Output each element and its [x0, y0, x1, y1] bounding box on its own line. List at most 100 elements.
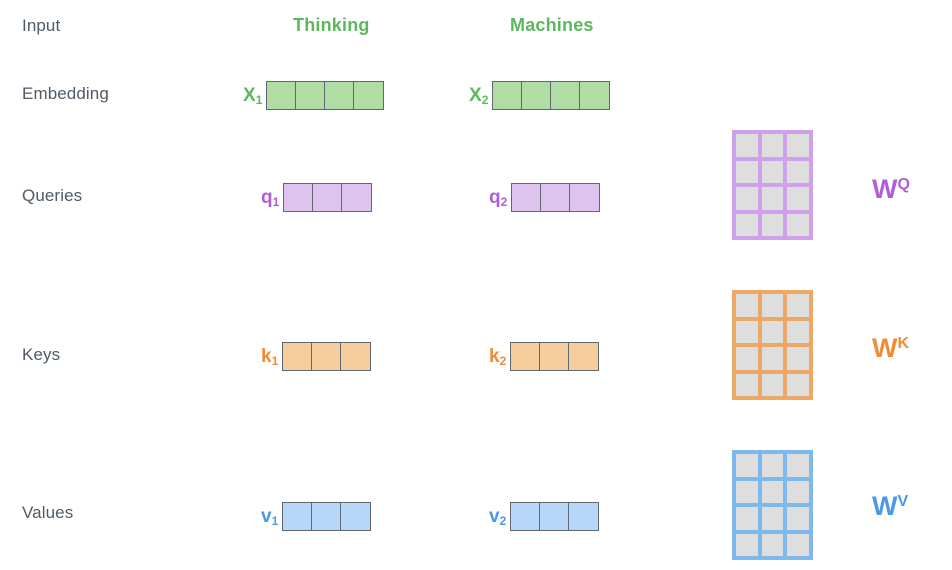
- weight-matrix-label-wk: WK: [872, 335, 909, 362]
- vector-cell: [342, 183, 372, 211]
- vector-label-q1: q1: [261, 188, 280, 209]
- vector-cell: [551, 81, 581, 109]
- weight-matrix-label-superscript-wk: K: [897, 335, 910, 352]
- vector-label-base-k1: k: [261, 345, 272, 367]
- vector-cell: [541, 183, 571, 211]
- vector-label-k1: k1: [261, 345, 279, 368]
- vector-cell: [540, 342, 570, 370]
- row-label-keys: Keys: [22, 345, 61, 364]
- matrix-cell: [787, 134, 809, 157]
- weight-matrix-wq: [732, 130, 813, 240]
- vector-cell: [283, 342, 313, 370]
- vector-cell: [569, 342, 599, 370]
- matrix-cell: [736, 480, 758, 503]
- vector-cells-k1: [282, 341, 372, 371]
- vector-label-q2: q2: [489, 188, 507, 208]
- matrix-cell: [787, 187, 809, 210]
- matrix-cell: [787, 480, 809, 503]
- vector-cell: [493, 81, 523, 109]
- vector-label-subscript-x2: 2: [481, 92, 489, 107]
- weight-matrix-label-wv: WV: [872, 493, 908, 520]
- vector-cell: [341, 342, 371, 370]
- matrix-cell: [787, 347, 809, 370]
- matrix-cell: [736, 454, 758, 477]
- matrix-cell: [736, 187, 758, 210]
- matrix-cell: [761, 213, 784, 236]
- vector-cell: [354, 81, 384, 109]
- vector-cells-v2: [510, 501, 600, 531]
- weight-matrix-label-superscript-wv: V: [897, 493, 909, 510]
- matrix-cell: [761, 320, 784, 343]
- matrix-cell: [736, 347, 758, 370]
- vector-x1: X1: [243, 80, 385, 110]
- vector-k1: k1: [261, 341, 372, 371]
- vector-label-base-x1: X: [243, 84, 256, 106]
- matrix-cell: [787, 213, 809, 236]
- vector-k2: k2: [489, 341, 600, 371]
- vector-cell: [569, 502, 599, 530]
- vector-x2: X2: [469, 80, 611, 110]
- matrix-cell: [761, 160, 784, 183]
- matrix-cell: [736, 213, 758, 236]
- matrix-cell: [787, 533, 809, 556]
- vector-cell: [284, 183, 314, 211]
- matrix-cell: [787, 373, 809, 396]
- vector-cell: [312, 342, 342, 370]
- vector-cell: [341, 502, 371, 530]
- vector-label-subscript-q1: 1: [272, 194, 280, 209]
- vector-label-v2: v2: [489, 507, 507, 528]
- vector-label-base-x2: X: [469, 84, 482, 106]
- weight-matrix-label-base-wv: W: [872, 491, 898, 521]
- matrix-cell: [787, 320, 809, 343]
- weight-matrix-wv: [732, 450, 813, 560]
- vector-cells-x2: [492, 80, 611, 110]
- matrix-cell: [761, 134, 784, 157]
- vector-label-x1: X1: [243, 84, 263, 107]
- vector-q2: q2: [489, 182, 601, 212]
- vector-cell: [325, 81, 355, 109]
- matrix-cell: [736, 320, 758, 343]
- weight-matrix-label-base-wq: W: [872, 174, 898, 204]
- vector-cell: [312, 502, 342, 530]
- matrix-cell: [787, 160, 809, 183]
- vector-cell: [283, 502, 313, 530]
- row-label-values: Values: [22, 503, 74, 522]
- vector-cells-q1: [283, 182, 373, 212]
- matrix-cell: [761, 454, 784, 477]
- vector-cell: [296, 81, 326, 109]
- vector-label-subscript-k2: 2: [499, 353, 507, 368]
- matrix-cell: [761, 373, 784, 396]
- matrix-cell: [761, 347, 784, 370]
- vector-label-subscript-x1: 1: [255, 92, 263, 107]
- word-header-word-2: Machines: [510, 15, 594, 35]
- matrix-cell: [761, 480, 784, 503]
- vector-v2: v2: [489, 501, 600, 531]
- row-label-embedding: Embedding: [22, 84, 109, 103]
- matrix-cell: [787, 294, 809, 317]
- vector-label-v1: v1: [261, 505, 279, 528]
- matrix-cell: [736, 533, 758, 556]
- matrix-cell: [736, 134, 758, 157]
- vector-label-subscript-k1: 1: [271, 353, 279, 368]
- weight-matrix-label-superscript-wq: Q: [897, 176, 910, 193]
- weight-matrix-label-base-wk: W: [872, 333, 898, 363]
- matrix-cell: [736, 373, 758, 396]
- vector-cells-k2: [510, 341, 600, 371]
- matrix-cell: [736, 160, 758, 183]
- vector-cell: [522, 81, 552, 109]
- vector-cells-v1: [282, 501, 372, 531]
- vector-label-subscript-v2: 2: [499, 513, 507, 528]
- vector-cells-q2: [511, 182, 601, 212]
- vector-cell: [540, 502, 570, 530]
- vector-cell: [570, 183, 600, 211]
- weight-matrix-wk: [732, 290, 813, 400]
- vector-label-x2: X2: [469, 84, 489, 107]
- vector-cell: [313, 183, 343, 211]
- vector-cell: [511, 502, 541, 530]
- vector-label-subscript-v1: 1: [271, 513, 279, 528]
- vector-cell: [511, 342, 541, 370]
- vector-cell: [267, 81, 297, 109]
- matrix-cell: [787, 454, 809, 477]
- vector-label-base-v1: v: [261, 505, 272, 527]
